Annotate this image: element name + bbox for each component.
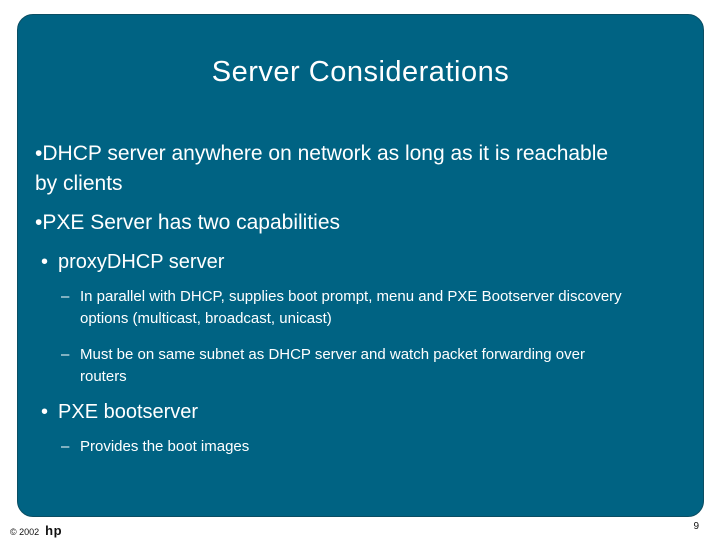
bullet-icon: • bbox=[41, 251, 49, 273]
bullet-text: PXE Server has two capabilities bbox=[42, 211, 340, 234]
hp-logo: hp bbox=[45, 523, 63, 538]
bullet-item-proxydhcp: • proxyDHCP server bbox=[41, 247, 631, 277]
sub-bullet-text: In parallel with DHCP, supplies boot pro… bbox=[80, 288, 622, 327]
slide-title: Server Considerations bbox=[211, 56, 510, 88]
bullet-icon: • bbox=[35, 211, 43, 234]
bullet-item-pxe-bootserver: • PXE bootserver bbox=[41, 397, 631, 427]
dash-icon: – bbox=[61, 346, 70, 363]
slide-canvas: Server Considerations •DHCP server anywh… bbox=[17, 14, 704, 517]
sub-bullet-text: Provides the boot images bbox=[80, 438, 250, 455]
footer-copyright-group: © 2002 hp bbox=[10, 523, 62, 538]
bullet-text: DHCP server anywhere on network as long … bbox=[35, 142, 609, 195]
bullet-text: proxyDHCP server bbox=[58, 251, 225, 273]
dash-icon: – bbox=[61, 438, 70, 455]
copyright-text: © 2002 bbox=[10, 527, 40, 537]
bullet-icon: • bbox=[41, 401, 49, 423]
sub-bullet-item-same-subnet: –Must be on same subnet as DHCP server a… bbox=[61, 344, 631, 388]
slide-page-number: 9 bbox=[693, 521, 699, 532]
slide-body: •DHCP server anywhere on network as long… bbox=[35, 139, 631, 458]
bullet-item-pxe-capabilities: •PXE Server has two capabilities bbox=[35, 208, 631, 238]
dash-icon: – bbox=[61, 288, 70, 305]
bullet-item-dhcp-server: •DHCP server anywhere on network as long… bbox=[35, 139, 631, 199]
sub-bullet-item-parallel-dhcp: –In parallel with DHCP, supplies boot pr… bbox=[61, 286, 631, 330]
bullet-icon: • bbox=[35, 142, 43, 165]
sub-bullet-item-boot-images: –Provides the boot images bbox=[61, 436, 631, 458]
sub-bullet-text: Must be on same subnet as DHCP server an… bbox=[80, 346, 585, 385]
bullet-text: PXE bootserver bbox=[58, 401, 199, 423]
